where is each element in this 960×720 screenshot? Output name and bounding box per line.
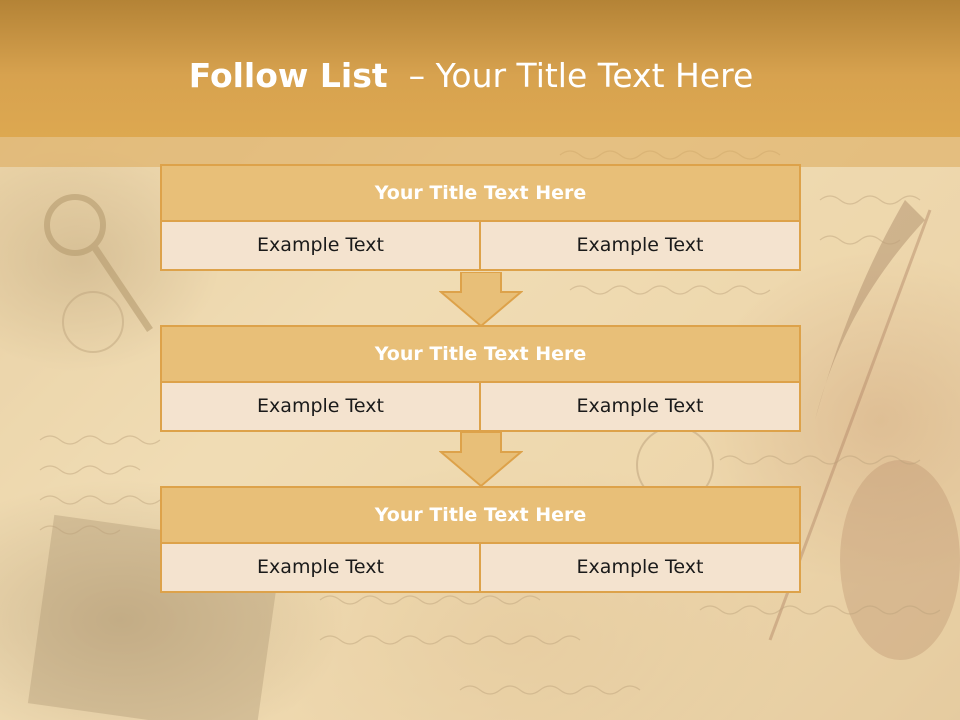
step-2-left-text: Example Text	[160, 381, 481, 432]
slide-title: Follow List – Your Title Text Here	[0, 52, 942, 100]
title-bar	[0, 0, 960, 137]
slide-title-bold: Follow List	[188, 56, 388, 95]
list-step-2: Your Title Text Here Example Text Exampl…	[160, 325, 801, 432]
slide-title-rest: – Your Title Text Here	[388, 56, 754, 95]
step-2-right-text: Example Text	[479, 381, 801, 432]
step-1-right-text: Example Text	[479, 220, 801, 271]
step-3-title: Your Title Text Here	[160, 486, 801, 544]
list-step-1: Your Title Text Here Example Text Exampl…	[160, 164, 801, 271]
list-step-3: Your Title Text Here Example Text Exampl…	[160, 486, 801, 593]
down-arrow-1	[439, 272, 523, 328]
down-arrow-2	[439, 432, 523, 488]
step-3-left-text: Example Text	[160, 542, 481, 593]
slide-title-rest-text: – Your Title Text Here	[408, 56, 754, 95]
step-3-right-text: Example Text	[479, 542, 801, 593]
step-1-left-text: Example Text	[160, 220, 481, 271]
step-1-title: Your Title Text Here	[160, 164, 801, 222]
title-bar-strip	[0, 137, 960, 167]
step-2-title: Your Title Text Here	[160, 325, 801, 383]
